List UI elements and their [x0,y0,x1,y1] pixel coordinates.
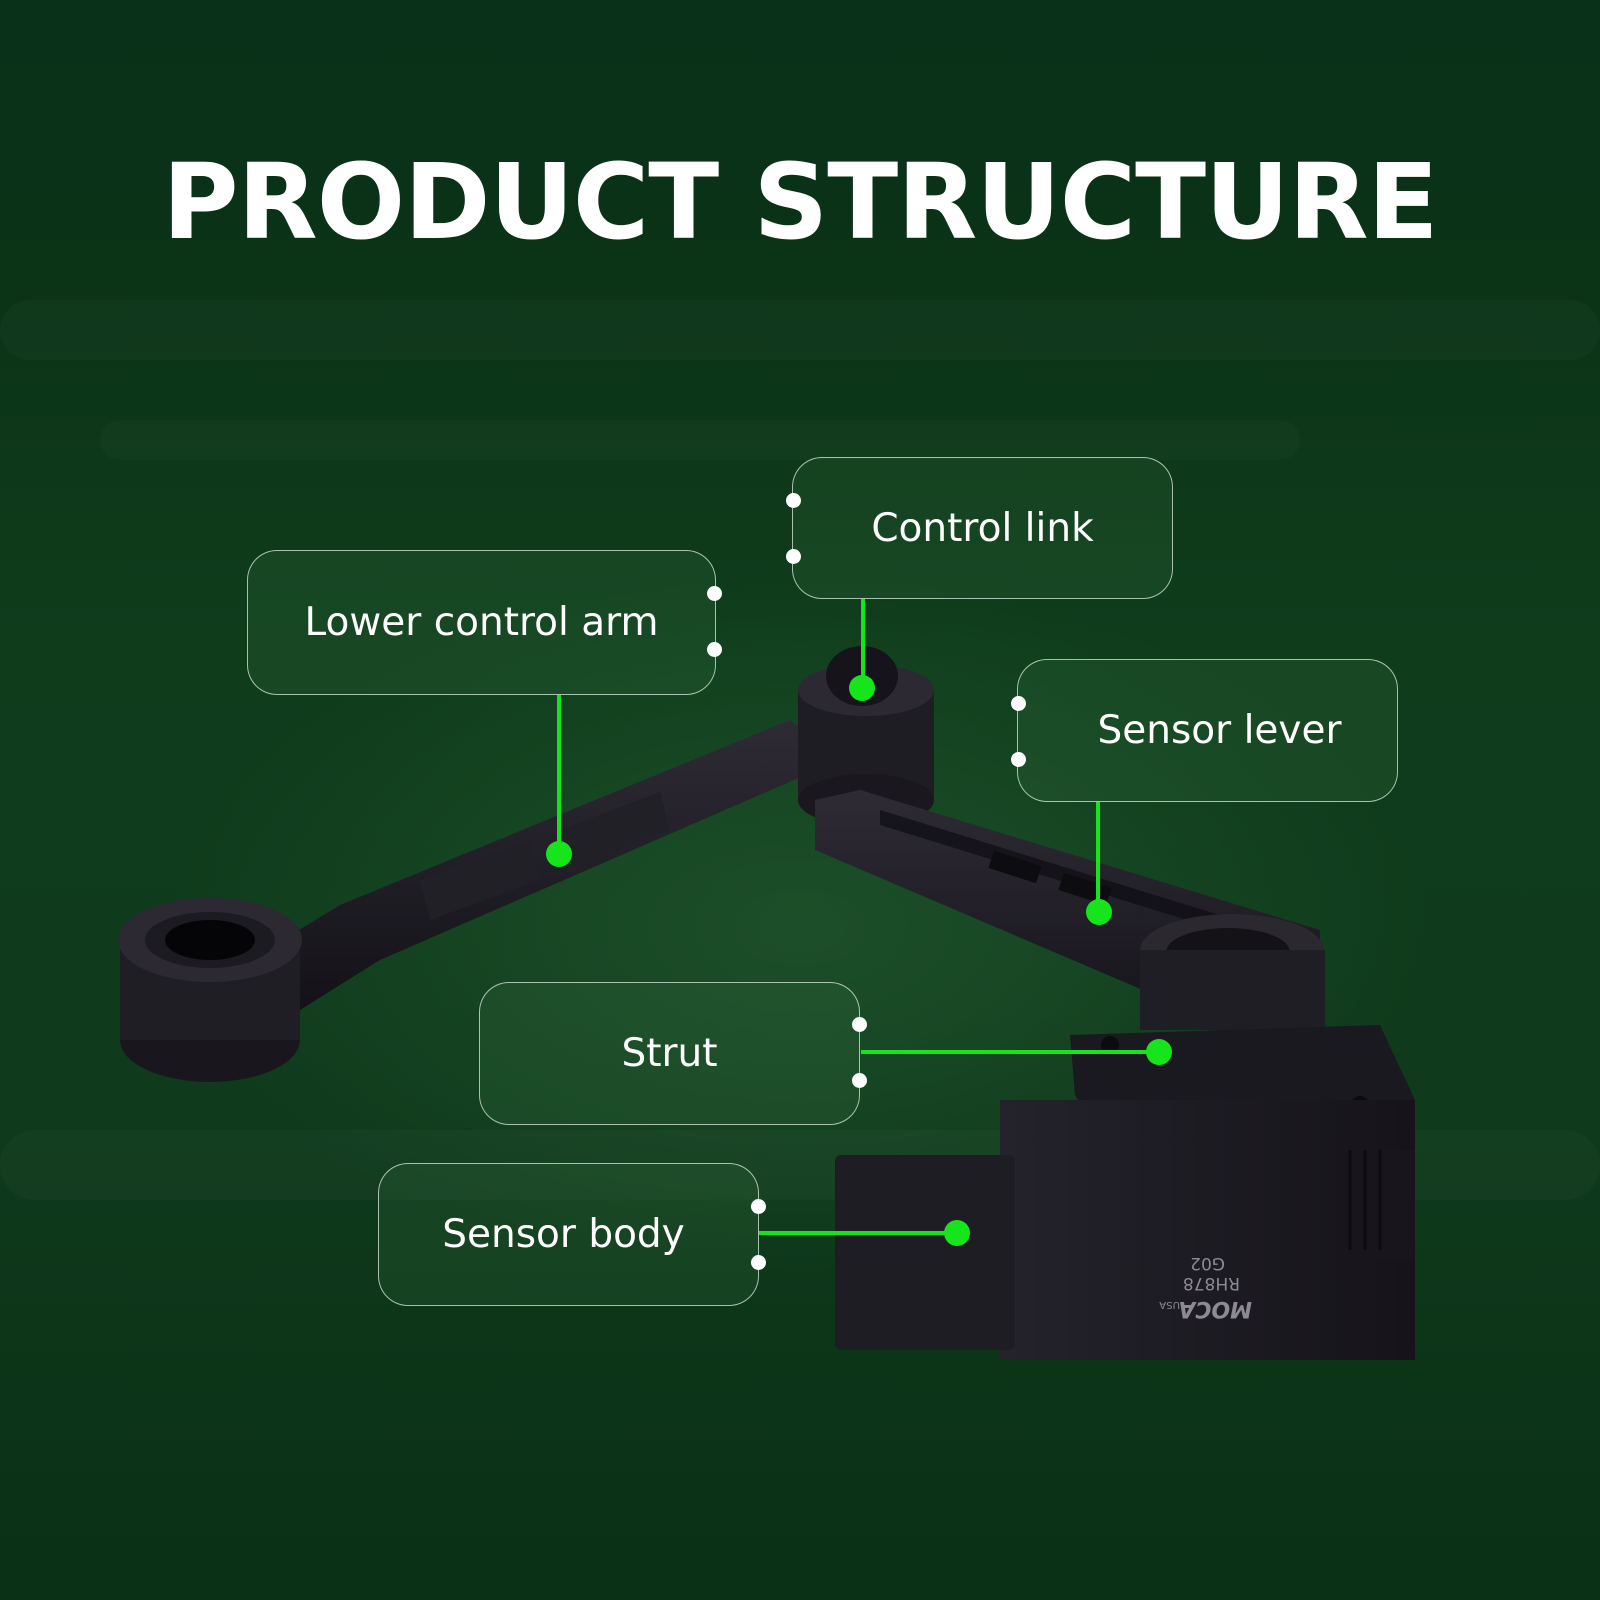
label-lower-control-arm: Lower control arm [247,550,716,695]
sensor-body-part: MOCA USA RH878 G02 [835,1100,1415,1360]
target-marker-sensor-lever [1086,899,1112,925]
leader-line [861,1050,1161,1054]
target-marker-control-link [849,675,875,701]
leader-line [759,1231,954,1235]
brand-marking: MOCA [1178,1296,1252,1321]
label-sensor-lever: Sensor lever [1017,659,1398,802]
leader-line [557,695,561,845]
label-sensor-body-text: Sensor body [442,1212,685,1257]
label-sensor-lever-text: Sensor lever [1097,708,1342,753]
part-number-marking: RH878 [1183,1273,1240,1293]
label-lower-control-arm-text: Lower control arm [304,600,659,645]
connector-dot [707,642,722,657]
connector-dot [751,1199,766,1214]
label-control-link-text: Control link [871,505,1094,551]
leader-line [861,599,865,689]
leader-line [1096,802,1100,907]
target-marker-strut [1146,1039,1172,1065]
lower-control-arm-part [118,720,840,1082]
connector-dot [707,586,722,601]
label-control-link: Control link [792,457,1173,599]
connector-dot [852,1017,867,1032]
target-marker-lower-control-arm [546,841,572,867]
connector-dot [1011,752,1026,767]
label-strut: Strut [479,982,860,1125]
label-sensor-body: Sensor body [378,1163,759,1306]
connector-dot [786,493,801,508]
sensor-lever-part [815,790,1325,1040]
connector-dot [786,549,801,564]
code-marking: G02 [1190,1253,1225,1273]
label-strut-text: Strut [621,1031,718,1076]
target-marker-sensor-body [944,1220,970,1246]
connector-dot [852,1073,867,1088]
connector-dot [1011,696,1026,711]
origin-marking: USA [1159,1299,1180,1310]
page-title: PRODUCT STRUCTURE [162,141,1438,263]
connector-dot [751,1255,766,1270]
